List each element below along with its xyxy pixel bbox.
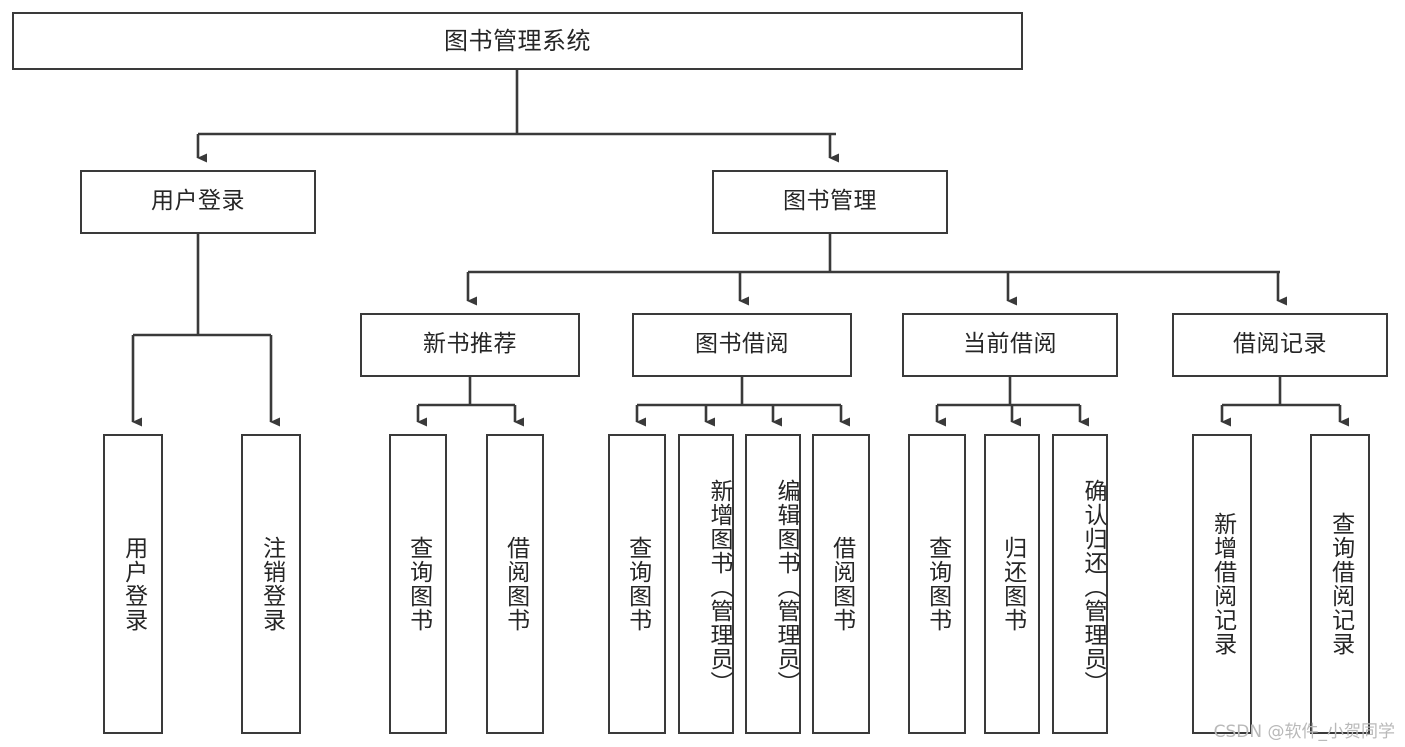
node-label: 确认归还（管理员）: [1080, 479, 1106, 695]
node-borrow-record[interactable]: 借阅记录: [1172, 313, 1388, 377]
node-new-book-recommend[interactable]: 新书推荐: [360, 313, 580, 377]
node-label: 查询图书: [924, 536, 951, 632]
node-label: 注销登录: [258, 536, 285, 632]
node-label: 图书管理: [783, 188, 877, 215]
node-user-login[interactable]: 用户登录: [80, 170, 316, 234]
node-label: 查询图书: [405, 536, 432, 632]
watermark-csdn: CSDN @软件_小贺同学: [1213, 722, 1395, 742]
node-leaf-current-confirm-return[interactable]: 确认归还（管理员）: [1052, 434, 1108, 734]
node-leaf-borrow-query-book[interactable]: 查询图书: [608, 434, 666, 734]
node-leaf-current-return-book[interactable]: 归还图书: [984, 434, 1040, 734]
node-current-borrow[interactable]: 当前借阅: [902, 313, 1118, 377]
node-leaf-recommend-borrow-book[interactable]: 借阅图书: [486, 434, 544, 734]
node-leaf-borrow-add-book[interactable]: 新增图书（管理员）: [678, 434, 734, 734]
node-book-management[interactable]: 图书管理: [712, 170, 948, 234]
node-label: 新增图书（管理员）: [706, 479, 732, 695]
node-leaf-user-login[interactable]: 用户登录: [103, 434, 163, 734]
node-leaf-record-query[interactable]: 查询借阅记录: [1310, 434, 1370, 734]
node-leaf-user-logout[interactable]: 注销登录: [241, 434, 301, 734]
node-leaf-recommend-query-book[interactable]: 查询图书: [389, 434, 447, 734]
node-label: 借阅记录: [1233, 331, 1327, 358]
node-label: 当前借阅: [963, 331, 1057, 358]
node-label: 图书管理系统: [444, 26, 591, 55]
node-label: 借阅图书: [502, 536, 529, 632]
node-label: 新增借阅记录: [1209, 512, 1236, 656]
node-label: 借阅图书: [828, 536, 855, 632]
node-label: 归还图书: [999, 536, 1026, 632]
node-label: 图书借阅: [695, 331, 789, 358]
node-leaf-current-query-book[interactable]: 查询图书: [908, 434, 966, 734]
node-label: 编辑图书（管理员）: [773, 479, 799, 695]
node-label: 用户登录: [151, 188, 245, 215]
node-leaf-borrow-borrow-book[interactable]: 借阅图书: [812, 434, 870, 734]
node-leaf-record-add[interactable]: 新增借阅记录: [1192, 434, 1252, 734]
node-label: 用户登录: [120, 536, 147, 632]
node-book-borrow[interactable]: 图书借阅: [632, 313, 852, 377]
node-label: 查询图书: [624, 536, 651, 632]
node-label: 新书推荐: [423, 331, 517, 358]
node-leaf-borrow-edit-book[interactable]: 编辑图书（管理员）: [745, 434, 801, 734]
node-label: 查询借阅记录: [1327, 512, 1354, 656]
node-root-book-management-system[interactable]: 图书管理系统: [12, 12, 1023, 70]
